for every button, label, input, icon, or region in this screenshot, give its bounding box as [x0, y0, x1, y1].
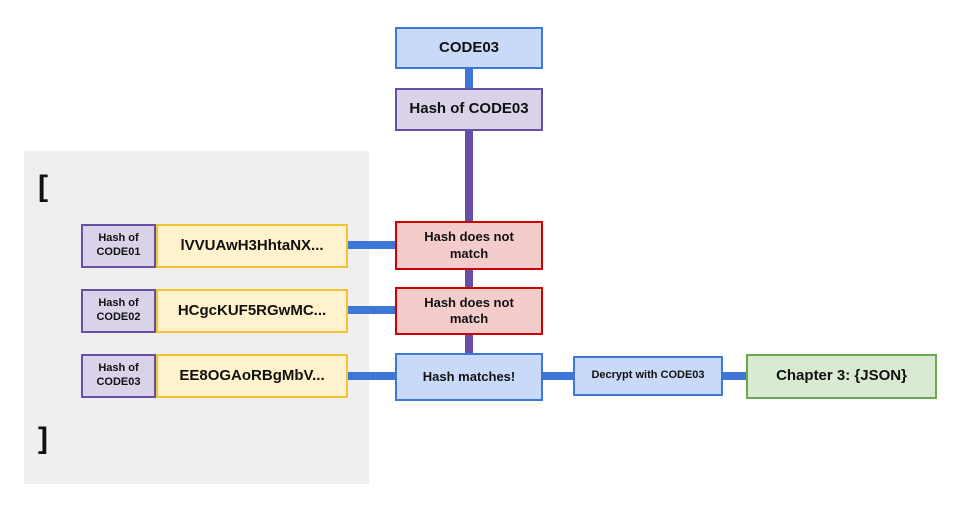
compare-result-box: Hash does not match: [395, 221, 543, 270]
list-close-bracket: ]: [38, 422, 48, 455]
connector-entry3: [347, 372, 396, 380]
entry-hash-label: Hash of CODE03: [81, 354, 156, 398]
connector-decrypt-to-output: [722, 372, 747, 380]
match-result-box: Hash matches!: [395, 353, 543, 401]
connector-match-to-decrypt: [542, 372, 574, 380]
connector-hash-to-compare: [465, 130, 473, 222]
entry-hash-label: Hash of CODE01: [81, 224, 156, 268]
code-hash-box: Hash of CODE03: [395, 88, 543, 131]
output-box: Chapter 3: {JSON}: [746, 354, 937, 399]
connector-compare2-to-match: [465, 334, 473, 354]
entry-hash-label: Hash of CODE02: [81, 289, 156, 333]
entry-hash-value: EE8OGAoRBgMbV...: [156, 354, 348, 398]
code-box: CODE03: [395, 27, 543, 69]
connector-code-to-hash: [465, 68, 473, 90]
connector-entry1: [347, 241, 396, 249]
compare-result-box: Hash does not match: [395, 287, 543, 335]
entry-hash-value: lVVUAwH3HhtaNX...: [156, 224, 348, 268]
list-open-bracket: [: [38, 170, 48, 203]
decrypt-box: Decrypt with CODE03: [573, 356, 723, 396]
connector-compare1-to-compare2: [465, 269, 473, 289]
connector-entry2: [347, 306, 396, 314]
entry-hash-value: HCgcKUF5RGwMC...: [156, 289, 348, 333]
